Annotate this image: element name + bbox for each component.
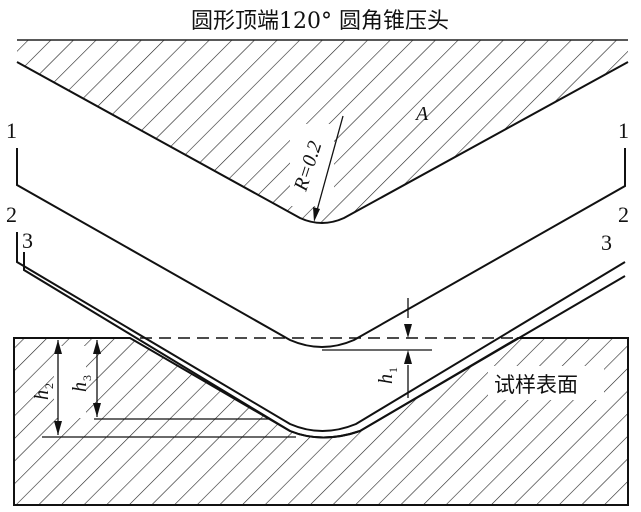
h1-label-sub: 1 [386, 367, 400, 373]
h1-label: h 1 [375, 367, 400, 384]
h1-label-main: h [375, 374, 397, 384]
h2-top-arrow [54, 340, 62, 354]
h2-label-main: h [31, 390, 53, 400]
profile-curve-2 [16, 232, 626, 432]
radius-arrow [313, 207, 320, 222]
curve-1-label-left: 1 [6, 118, 17, 143]
diagram-title: 圆形顶端120° 圆角锥压头 [191, 9, 449, 34]
specimen-surface-label: 试样表面 [494, 373, 578, 397]
specimen-body [13, 337, 629, 506]
region-a-label: A [414, 103, 429, 125]
curve-2-label-right: 2 [618, 202, 629, 227]
h3-label: h 3 [69, 375, 94, 392]
h3-top-arrow [93, 340, 101, 354]
profile-curve-1 [16, 148, 626, 348]
h3-label-main: h [69, 382, 91, 392]
h1-bottom-arrow [404, 350, 412, 364]
h1-top-arrow [404, 324, 412, 338]
h2-label: h 2 [31, 383, 56, 400]
curve-2-label-left: 2 [6, 202, 17, 227]
h2-label-sub: 2 [42, 383, 56, 389]
h3-bottom-arrow [93, 403, 101, 417]
radius-leader-line [315, 115, 344, 215]
h3-label-sub: 3 [80, 375, 94, 381]
curve-3-label-right: 3 [601, 230, 612, 255]
curve-3-label-left: 3 [22, 228, 33, 253]
curve-1-label-right: 1 [618, 118, 629, 143]
h2-bottom-arrow [54, 421, 62, 435]
indenter-profile [16, 61, 629, 224]
